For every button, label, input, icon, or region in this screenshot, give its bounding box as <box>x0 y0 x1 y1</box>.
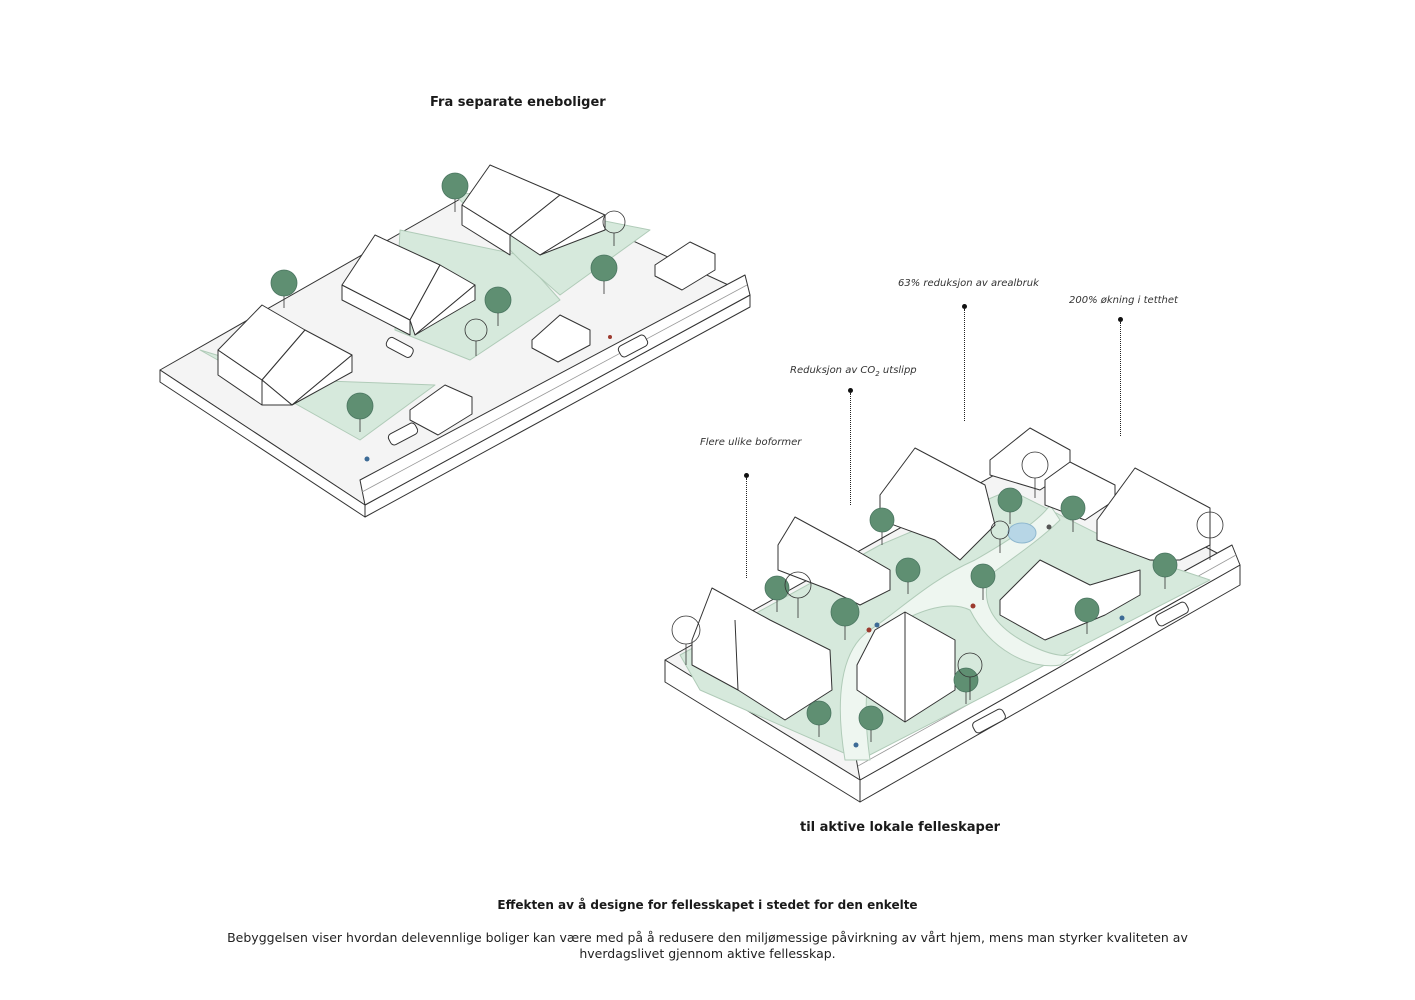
house-c-side <box>539 214 606 256</box>
car-3 <box>385 336 414 358</box>
house-b-side <box>414 284 476 336</box>
annotation-co2-prefix: Reduksjon av CO <box>790 365 876 376</box>
car-1 <box>387 422 419 446</box>
car-2 <box>617 334 649 358</box>
caption-heading: Effekten av å designe for fellesskapet i… <box>497 898 918 912</box>
caption-body: Bebyggelsen viser hvordan delevennlige b… <box>227 930 1188 961</box>
leader-line-arealbruk <box>964 309 965 421</box>
garage-3 <box>654 241 716 291</box>
garage-1 <box>409 384 473 436</box>
shared-path <box>839 504 1081 761</box>
leader-line-tetthet <box>1120 322 1121 436</box>
before-title: Fra separate eneboliger <box>430 95 606 110</box>
before-trees <box>270 172 626 432</box>
people <box>364 335 1125 748</box>
annotation-arealbruk: 63% reduksjon av arealbruk <box>898 278 1039 289</box>
house-a-side <box>291 354 353 406</box>
house-a-wall <box>261 379 293 406</box>
after-trees <box>671 451 1224 742</box>
leader-line-boformer <box>746 478 747 578</box>
leader-dot-arealbruk <box>962 304 967 309</box>
annotation-tetthet: 200% økning i tetthet <box>1069 295 1178 306</box>
leader-line-co2 <box>850 393 851 505</box>
annotation-boformer: Flere ulike boformer <box>700 437 802 448</box>
garage-2 <box>531 314 591 363</box>
row-house-1 <box>691 587 833 721</box>
after-site <box>664 427 1241 803</box>
after-car-2 <box>1155 601 1189 627</box>
row-house-7 <box>1096 467 1211 561</box>
leader-dot-co2 <box>848 388 853 393</box>
pond <box>1007 522 1037 544</box>
after-title: til aktive lokale felleskaper <box>800 820 1001 835</box>
annotation-co2: Reduksjon av CO2 utslipp <box>790 365 917 378</box>
annotation-co2-sub: 2 <box>875 370 880 378</box>
annotation-co2-suffix: utslipp <box>879 365 917 376</box>
before-road <box>359 274 751 506</box>
leader-dot-boformer <box>744 473 749 478</box>
row-house-8 <box>999 559 1141 641</box>
leader-dot-tetthet <box>1118 317 1123 322</box>
after-car-1 <box>972 708 1006 734</box>
row-house-3 <box>856 611 956 723</box>
before-site <box>159 164 751 518</box>
row-house-2 <box>777 516 891 606</box>
